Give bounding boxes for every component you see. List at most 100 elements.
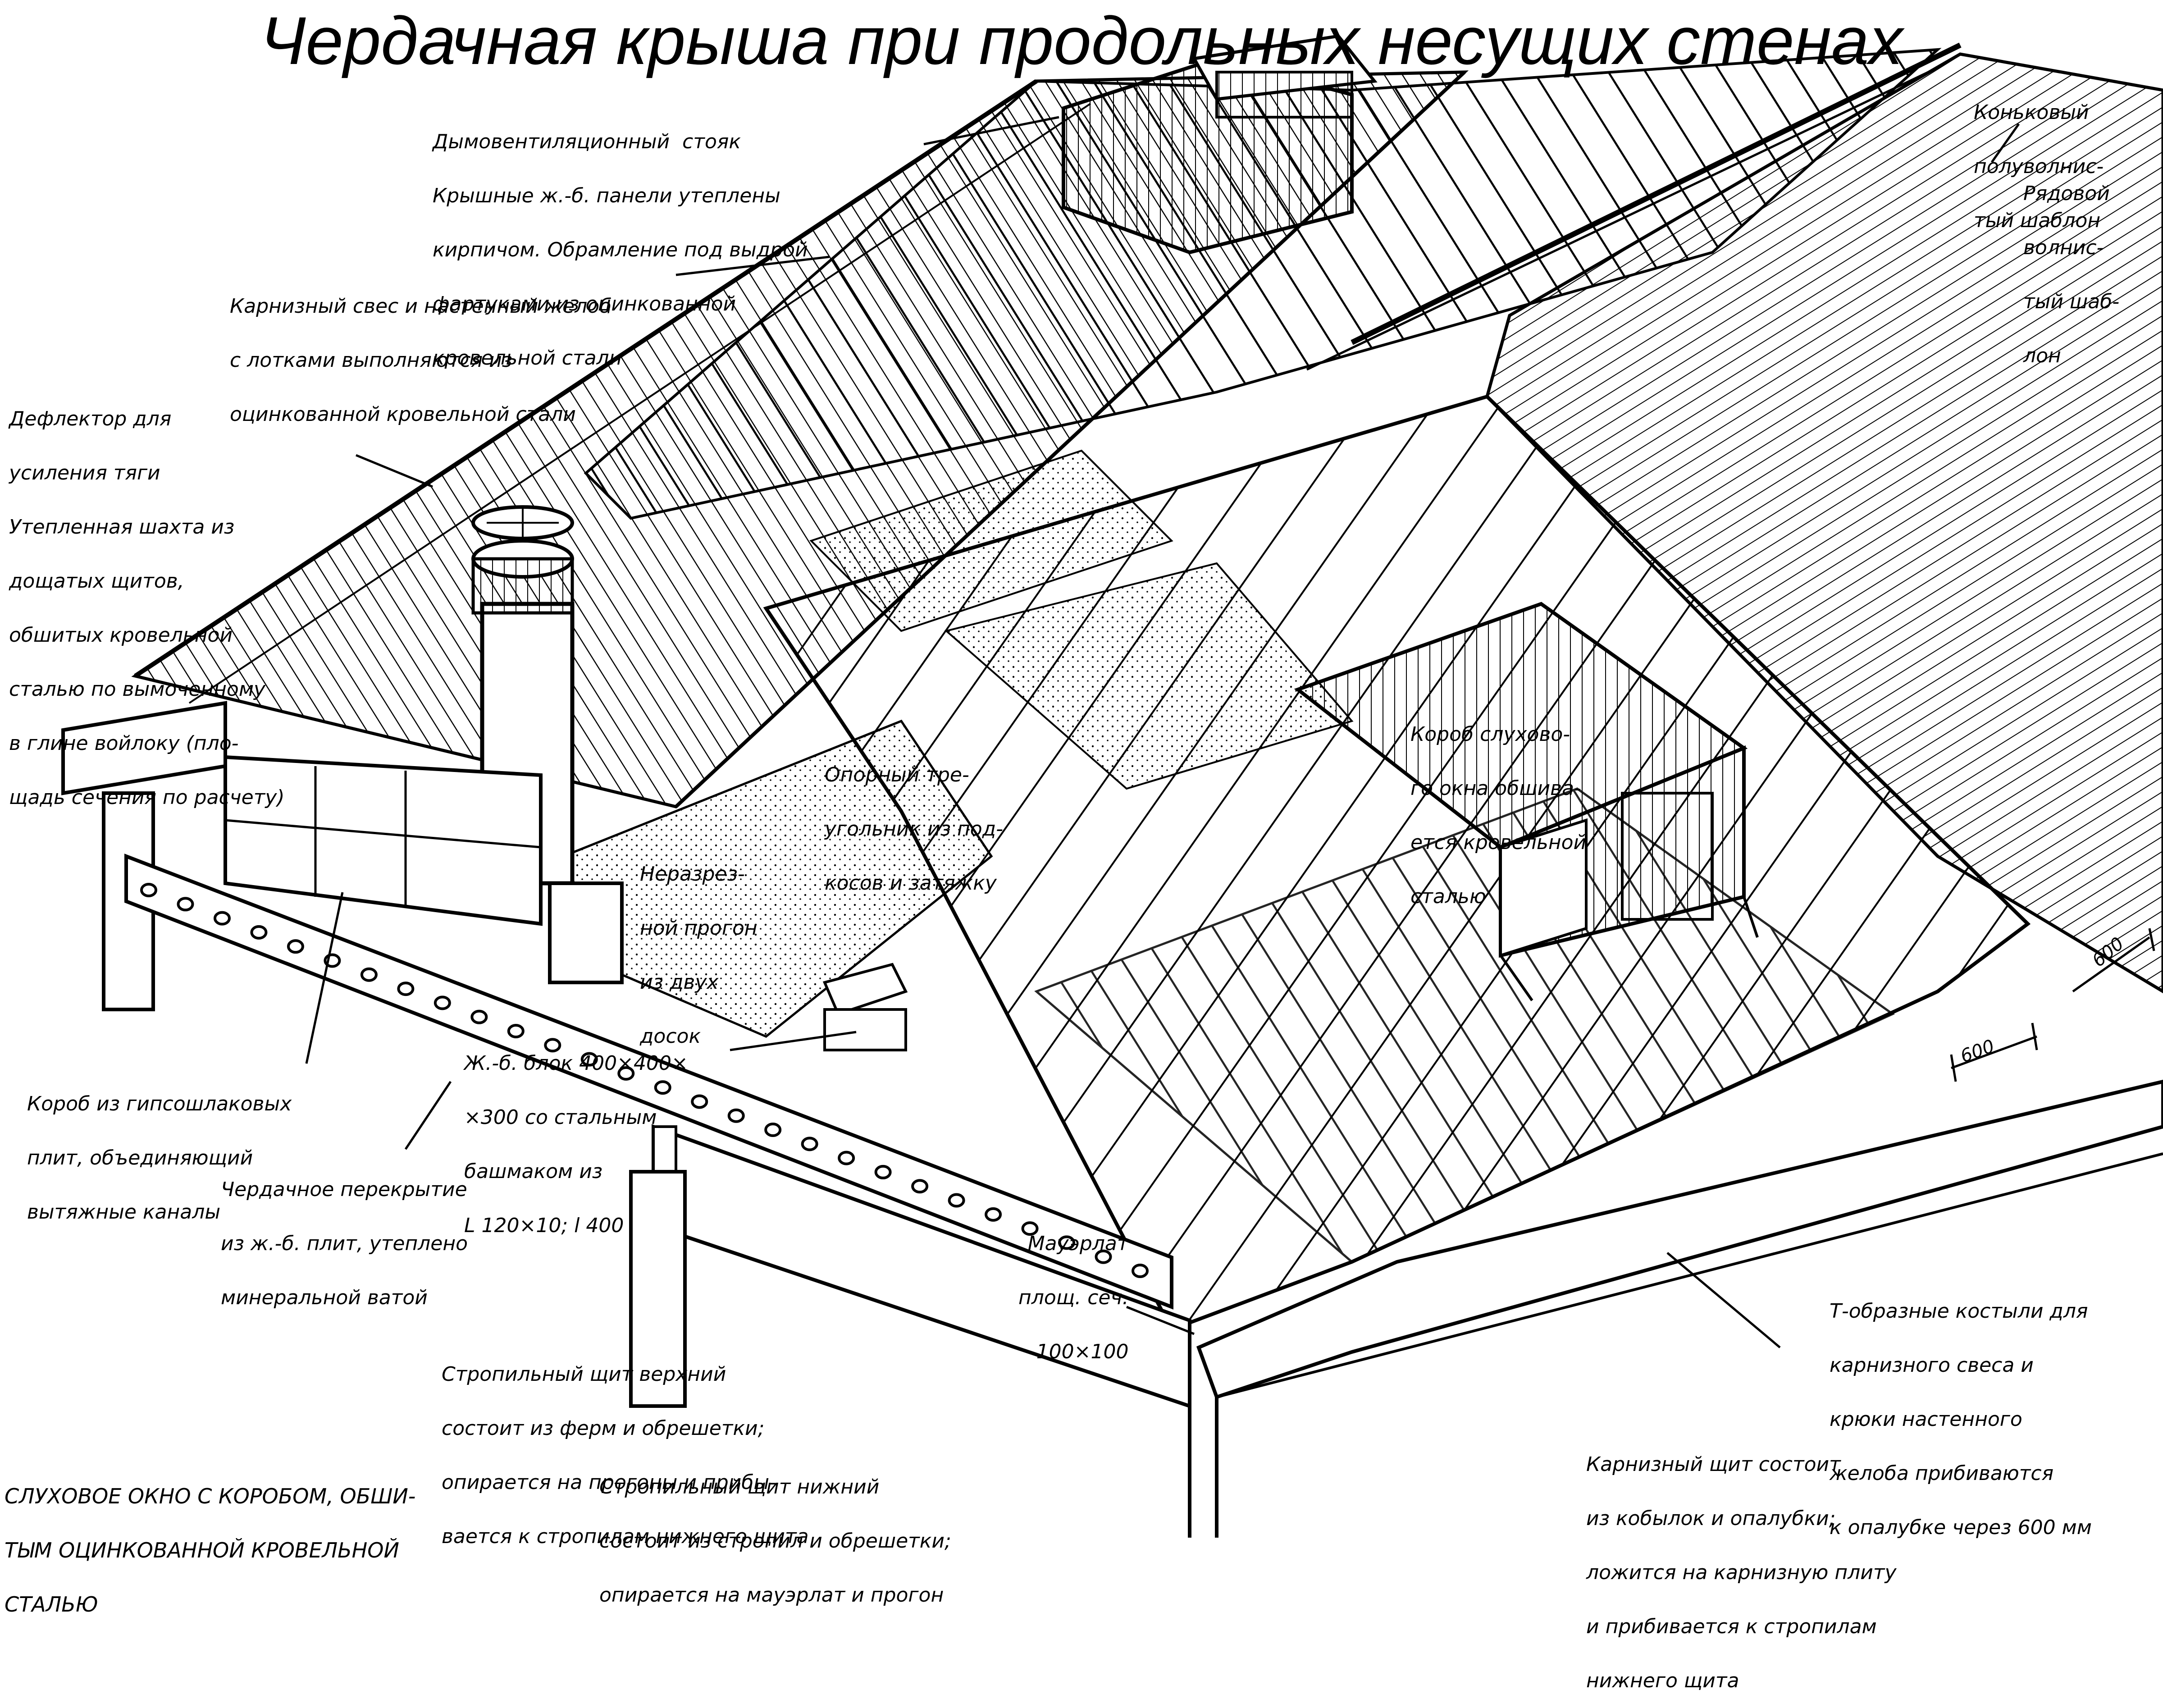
concrete-block <box>822 963 908 1051</box>
label-line: состоит из стропил и обрешетки; <box>599 1530 951 1553</box>
beam-hole <box>470 1009 488 1024</box>
label-line: Короб из гипсошлаковых <box>27 1092 292 1115</box>
label-line: к опалубке через 600 мм <box>1830 1516 2092 1539</box>
label-line: из ж.-б. плит, утеплено <box>221 1232 468 1255</box>
label-eave-panel: Карнизный щит состоит из кобылок и опалу… <box>1586 1420 1897 1708</box>
leader-lines <box>305 116 2020 1348</box>
label-line: ется кровельной <box>1410 831 1587 854</box>
label-line: тый шаб- <box>2023 290 2120 313</box>
beam-hole <box>580 1052 598 1067</box>
beam-hole <box>1058 1235 1076 1250</box>
label-line: Дефлектор для <box>9 407 172 430</box>
label-line: Чердачное перекрытие <box>221 1178 467 1201</box>
ventilation-stack <box>1062 34 1378 255</box>
label-line: обшитых кровельной <box>9 624 233 647</box>
label-t-hooks: Т-образные костыли для карнизного свеса … <box>1830 1266 2092 1555</box>
label-line: минеральной ватой <box>221 1286 428 1309</box>
label-line: дощатых щитов, <box>9 570 184 593</box>
label-line: кирпичом. Обрамление под выдрой <box>433 238 808 261</box>
beam-hole <box>213 911 231 926</box>
label-lower-rafter-panel: Стропильный щит нижний состоит из стропи… <box>599 1442 951 1622</box>
beam-hole <box>544 1038 561 1053</box>
beam-hole <box>691 1094 708 1109</box>
label-line: из кобылок и опалубки; <box>1586 1507 1836 1530</box>
diagram-canvas: Чердачная крыша при продольных несущих с… <box>5 3 2163 1691</box>
label-line: карнизного свеса и <box>1830 1354 2034 1377</box>
beam-hole <box>360 967 378 982</box>
label-line: Ж.-б. блок 400×400× <box>464 1052 688 1075</box>
label-line: СЛУХОВОЕ ОКНО С КОРОБОМ, ОБШИ- <box>5 1484 416 1508</box>
label-line: лон <box>2023 344 2061 367</box>
label-line: Крышные ж.-б. панели утеплены <box>433 184 780 207</box>
beam-hole <box>1021 1221 1039 1236</box>
label-line: го окна обшива- <box>1410 777 1581 800</box>
label-line: ×300 со стальным <box>464 1106 657 1129</box>
beam-hole <box>1095 1249 1112 1264</box>
label-line: усиления тяги <box>9 461 160 484</box>
beam-hole <box>911 1179 929 1194</box>
label-line: досок <box>640 1025 701 1048</box>
page-title: Чердачная крыша при продольных несущих с… <box>260 3 1903 78</box>
beam-hole <box>397 982 415 996</box>
label-line: щадь сечения по расчету) <box>9 786 285 809</box>
label-line: Утепленная шахта из <box>9 516 235 539</box>
label-dormer-box: Короб слухово- го окна обшива- ется кров… <box>1410 690 1586 924</box>
label-line: косов и затяжку <box>825 872 997 895</box>
lower-right-eave <box>1188 1079 2163 1538</box>
label-ventilation-stack: Дымовентиляционный стояк Крышные ж.-б. п… <box>433 97 808 385</box>
label-line: L 120×10; l 400 <box>464 1214 624 1237</box>
label-line: Стропильный щит верхний <box>442 1363 726 1386</box>
beam-hole <box>140 883 157 897</box>
label-concrete-block: Ж.-б. блок 400×400× ×300 со стальным баш… <box>464 1018 688 1253</box>
label-line: вытяжные каналы <box>27 1201 221 1224</box>
label-line: с лотками выполняются из <box>230 349 513 372</box>
beam-hole <box>434 996 451 1010</box>
left-eave-and-block <box>61 701 624 1011</box>
label-line: нижнего щита <box>1586 1669 1739 1692</box>
label-line: Стропильный щит нижний <box>599 1475 880 1498</box>
label-line: из двух <box>640 971 719 994</box>
label-support-triangle: Опорный тре- угольник из под- косов и за… <box>825 730 1003 910</box>
label-line: опирается на мауэрлат и прогон <box>599 1584 944 1607</box>
dormer-box <box>1294 602 1759 1001</box>
label-line: Карнизный свес и настенный желоб <box>230 295 612 318</box>
beam-hole <box>654 1080 671 1095</box>
label-line: волнис- <box>2023 236 2104 259</box>
label-line: Карнизный щит состоит <box>1586 1453 1841 1476</box>
label-row-wave-template: Рядовой волнис- тый шаб- лон <box>2023 149 2119 383</box>
label-line: Короб слухово- <box>1410 723 1570 746</box>
beam-hole <box>1132 1264 1149 1278</box>
beam-hole <box>948 1193 965 1208</box>
label-line: Дымовентиляционный стояк <box>433 130 741 153</box>
label-line: ТЫМ ОЦИНКОВАННОЙ КРОВЕЛЬНОЙ <box>5 1538 399 1562</box>
label-line: крюки настенного <box>1830 1408 2022 1431</box>
label-dormer-window: СЛУХОВОЕ ОКНО С КОРОБОМ, ОБШИ- ТЫМ ОЦИНК… <box>5 1451 415 1631</box>
label-line: Мауэрлат <box>1027 1232 1129 1255</box>
label-line: башмаком из <box>464 1160 603 1183</box>
label-line: сталью по вымоченному <box>9 678 266 701</box>
beam-hole <box>177 897 194 912</box>
label-line: Т-образные костыли для <box>1830 1300 2088 1323</box>
dimension-lines <box>1950 928 2155 1082</box>
label-line: 100×100 <box>1036 1340 1129 1363</box>
label-gypsum-box: Короб из гипсошлаковых плит, объединяющи… <box>27 1059 292 1239</box>
label-line: площ. сеч. <box>1018 1286 1129 1309</box>
label-line: полуволнис- <box>1974 155 2104 178</box>
label-line: угольник из под- <box>825 817 1004 840</box>
label-mauerlat: Мауэрлат площ. сеч. 100×100 <box>1018 1199 1128 1379</box>
label-line: плит, объединяющий <box>27 1146 253 1169</box>
beam-hole <box>617 1066 635 1081</box>
label-continuous-purlin: Неразрез- ной прогон из двух досок <box>640 829 758 1064</box>
label-line: состоит из ферм и обрешетки; <box>442 1417 765 1440</box>
label-line: Коньковый <box>1974 101 2089 124</box>
label-attic-floor: Чердачное перекрытие из ж.-б. плит, утеп… <box>221 1145 468 1325</box>
label-line: СТАЛЬЮ <box>5 1592 98 1617</box>
label-line: Неразрез- <box>640 863 745 886</box>
label-line: сталью <box>1410 885 1486 908</box>
label-line: ной прогон <box>640 917 758 940</box>
label-line: оцинкованной кровельной стали <box>230 403 576 426</box>
label-deflector: Дефлектор для усиления тяги Утепленная ш… <box>9 374 285 825</box>
beam-hole <box>874 1165 892 1179</box>
beam-hole <box>801 1137 818 1151</box>
beam-hole <box>838 1151 855 1165</box>
